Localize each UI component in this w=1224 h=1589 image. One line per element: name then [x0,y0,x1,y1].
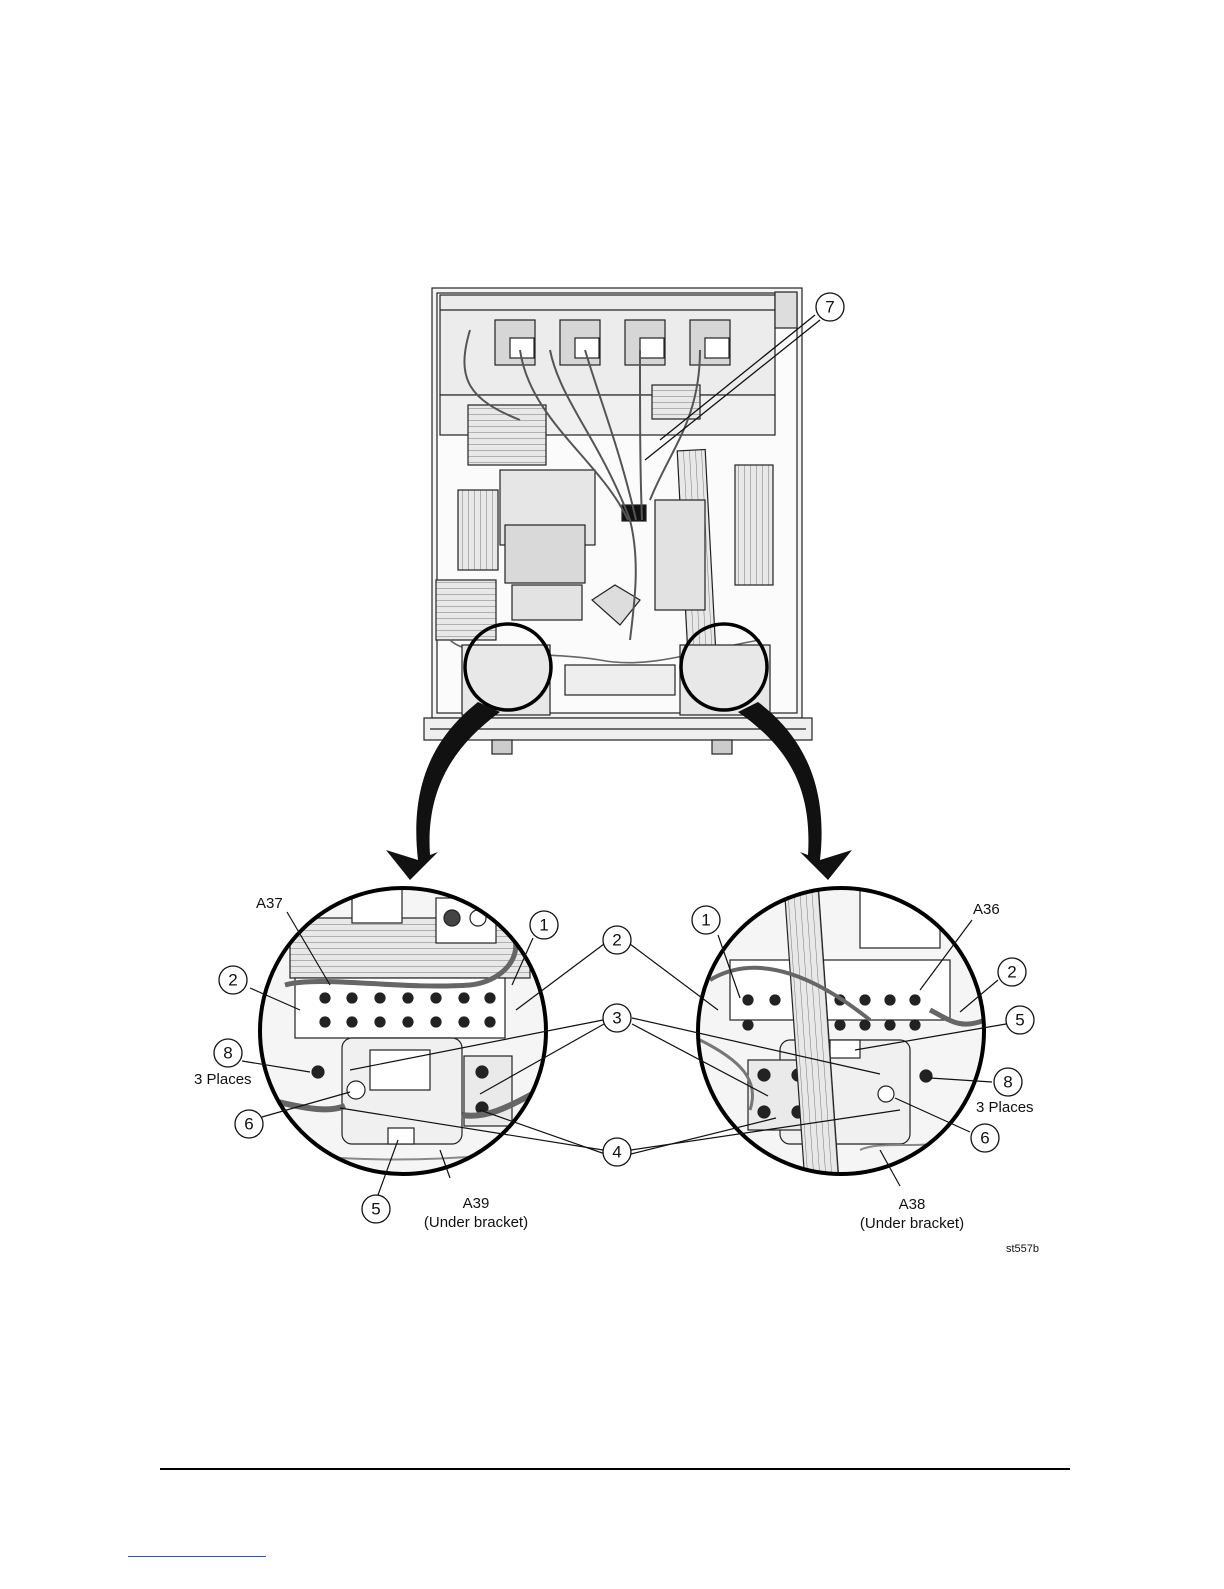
svg-text:5: 5 [371,1200,380,1219]
label-a37: A37 [256,895,283,912]
svg-text:2: 2 [612,931,621,950]
label-3-places-left: 3 Places [194,1071,252,1088]
svg-text:2: 2 [1007,963,1016,982]
instrument-chassis [424,288,812,754]
label-a39: A39 [463,1195,490,1212]
svg-text:5: 5 [1015,1011,1024,1030]
svg-text:4: 4 [612,1143,621,1162]
shared-callout-4: 4 [603,1138,631,1166]
left-callout-6: 6 [235,1110,263,1138]
label-a39-note: (Under bracket) [424,1214,528,1231]
label-a38-note: (Under bracket) [860,1215,964,1232]
svg-text:6: 6 [980,1129,989,1148]
image-code: st557b [1006,1243,1039,1255]
svg-text:1: 1 [539,916,548,935]
svg-text:6: 6 [244,1115,253,1134]
right-detail-view: 1 2 5 8 6 A36 3 Places A38 (Under bracke… [690,879,1034,1232]
left-callout-5: 5 [362,1195,390,1223]
svg-text:8: 8 [1003,1073,1012,1092]
right-callout-2: 2 [998,958,1026,986]
svg-text:8: 8 [223,1044,232,1063]
label-a38: A38 [899,1196,926,1213]
left-callout-1: 1 [530,911,558,939]
label-a36: A36 [973,901,1000,918]
footer-link-underline [128,1556,266,1557]
right-callout-6: 6 [971,1124,999,1152]
callout-7-number: 7 [825,298,834,317]
left-callout-2: 2 [219,966,247,994]
shared-callout-3: 3 [603,1004,631,1032]
label-3-places-right: 3 Places [976,1099,1034,1116]
right-callout-1: 1 [692,906,720,934]
left-detail-view: 1 2 8 6 5 A37 3 Places A39 (Under bracke… [194,880,560,1231]
footer-rule [160,1468,1070,1470]
svg-text:3: 3 [612,1009,621,1028]
svg-text:1: 1 [701,911,710,930]
svg-text:2: 2 [228,971,237,990]
right-callout-8: 8 [994,1068,1022,1096]
left-callout-8: 8 [214,1039,242,1067]
shared-callout-2: 2 [603,926,631,954]
right-callout-5: 5 [1006,1006,1034,1034]
